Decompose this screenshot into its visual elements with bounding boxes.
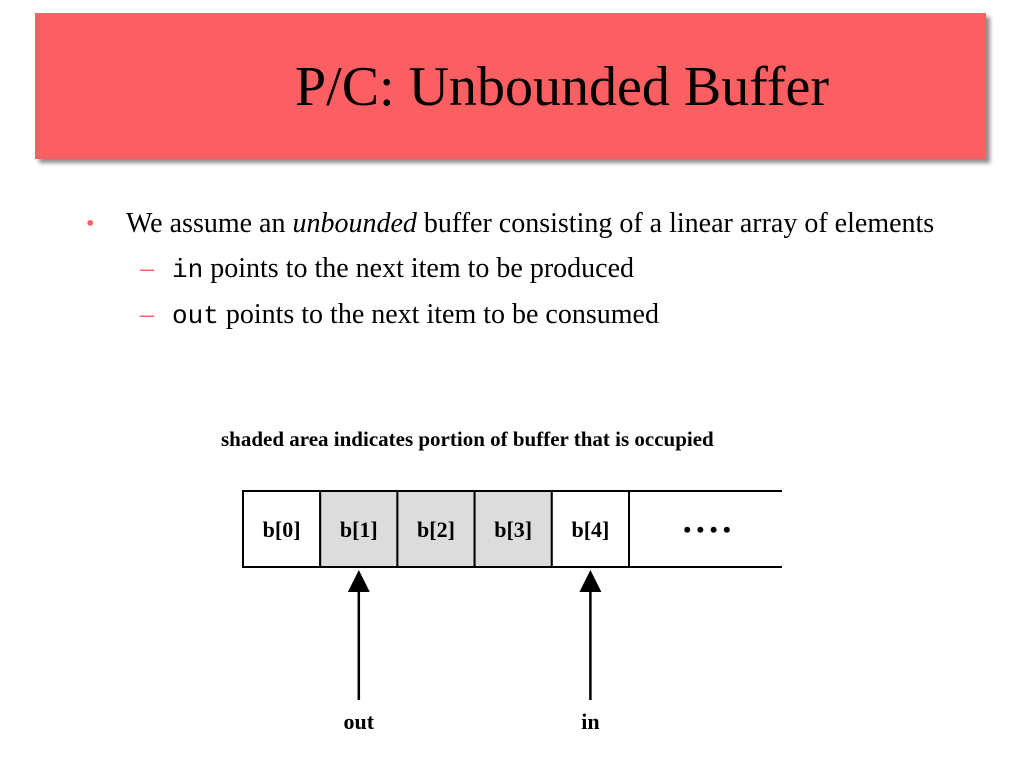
buffer-ellipsis: • • • • [683,517,730,542]
title-banner: P/C: Unbounded Buffer [35,13,986,159]
bullet-marker: • [86,211,95,237]
buffer-cell [473,490,553,568]
buffer-pointers: out in [344,570,602,734]
dash-marker: – [140,299,154,330]
buffer-cell-label: b[3] [494,517,532,542]
buffer-cell-label: b[2] [417,517,455,542]
sub-bullet-in-text: points to the next item to be produced [203,253,635,284]
slide-title: P/C: Unbounded Buffer [295,56,830,118]
buffer-cell [319,490,399,568]
main-bullet: • We assume an unbounded buffer consisti… [86,204,986,244]
in-pointer-label: in [581,709,599,734]
buffer-cell [242,490,322,568]
bullet-emphasis: unbounded [292,208,417,239]
bullet-text-after: buffer consisting of a linear array of e… [416,208,935,239]
diagram-caption: shaded area indicates portion of buffer … [221,427,714,451]
sub-bullet-out: – out points to the next item to be cons… [86,295,986,336]
sub-bullet-out-text: points to the next item to be consumed [218,299,659,330]
in-arrow-head [579,570,602,592]
buffer-cell-label: b[1] [340,517,378,542]
buffer-frame [629,490,782,568]
buffer-cell-label: b[4] [571,517,609,542]
buffer-cell-label: b[0] [263,517,301,542]
bullet-list: • We assume an unbounded buffer consisti… [86,204,986,336]
dash-marker: – [140,253,154,284]
buffer-cells: b[0] b[1] b[2] b[3] b[4] [242,490,630,568]
out-pointer-label: out [344,709,375,734]
code-in: in [172,255,204,285]
bullet-text-before: We assume an [126,208,293,239]
out-arrow-head [347,570,370,592]
sub-bullet-in: – in points to the next item to be produ… [86,249,986,290]
buffer-cell [550,490,630,568]
code-out: out [172,301,219,331]
